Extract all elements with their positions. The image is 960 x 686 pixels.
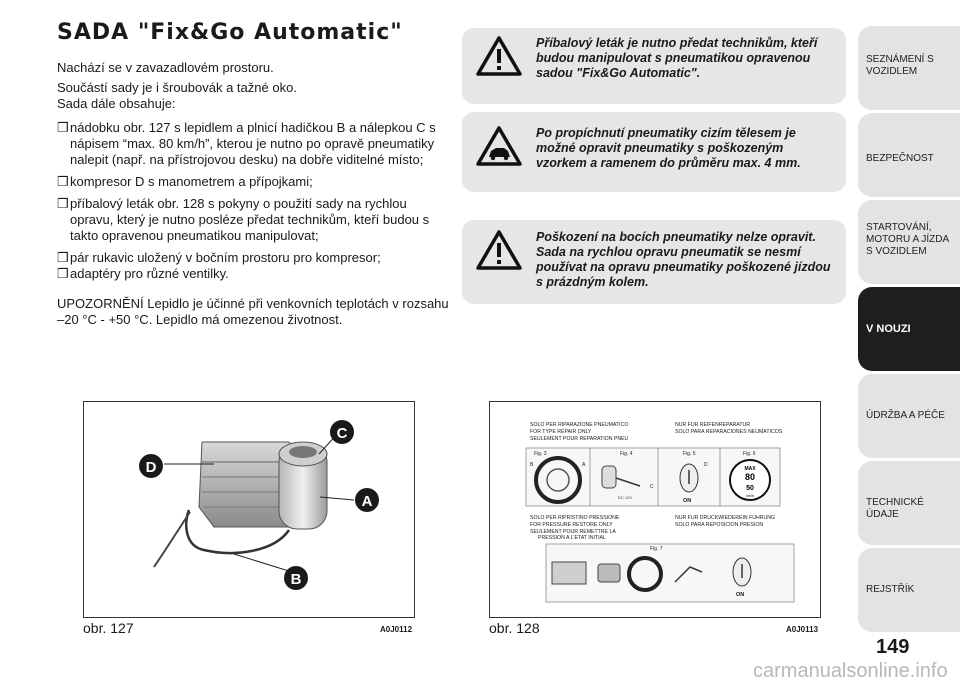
speed-sticker-max: MAX	[744, 466, 756, 472]
intro-line: Sada dále obsahuje:	[57, 96, 176, 111]
leaflet-illustration: SOLO PER RIPARAZIONE PNEUMATICO FOR TYPE…	[525, 422, 795, 603]
warning-triangle-icon	[476, 230, 522, 270]
label-a: A	[362, 493, 373, 510]
figure-code: A0J0112	[380, 625, 413, 634]
list-item: ❒kompresor D s manometrem a přípojkami;	[57, 174, 452, 190]
label-a-badge	[355, 488, 379, 512]
page-title: SADA "Fix&Go Automatic"	[57, 20, 403, 45]
sidebar-tab-index[interactable]: REJSTŘÍK	[858, 548, 960, 632]
leaflet-text: FOR TYPE REPAIR ONLY	[530, 429, 592, 435]
leaflet-letter: B	[530, 462, 534, 468]
leaflet-text: SEULEMENT POUR REMETTRE LA	[530, 529, 616, 535]
label-d-badge	[139, 454, 163, 478]
label-c-badge	[330, 420, 354, 444]
fix-and-go-kit-illustration: D C A B	[139, 420, 379, 590]
warning-box-text: Po propíchnutí pneumatiky cizím tělesem …	[536, 126, 801, 170]
leaflet-fig-label: Fig. 4	[620, 451, 633, 457]
site-watermark: carmanualsonline.info	[753, 660, 948, 682]
chapter-sidebar: SEZNÁMENÍ S VOZIDLEM BEZPEČNOST STARTOVÁ…	[858, 26, 960, 635]
list-item-text: kompresor D s manometrem a přípojkami;	[70, 174, 313, 189]
leaflet-fig-label: Fig. 3	[534, 451, 547, 457]
leaflet-letter: D	[704, 462, 708, 468]
sidebar-tab-intro[interactable]: SEZNÁMENÍ S VOZIDLEM	[858, 26, 960, 110]
list-item: ❒pár rukavic uložený v bočním prostoru p…	[57, 250, 452, 266]
leaflet-text: NUR FUR DRUCKWIEDEREIN FUHRUNG	[675, 515, 775, 521]
figure-caption: obr. 128	[489, 620, 540, 636]
list-item-text: pár rukavic uložený v bočním prostoru pr…	[70, 250, 381, 265]
leaflet-on-label: ON	[736, 592, 744, 598]
leaflet-text: SEULEMENT POUR REPARATION PNEU	[530, 436, 629, 442]
leaflet-letter: A	[582, 462, 586, 468]
leaflet-text: SOLO PER RIPARAZIONE PNEUMATICO	[530, 422, 628, 428]
speed-sticker-80: 80	[745, 472, 755, 482]
sidebar-tab-technical[interactable]: TECHNICKÉ ÚDAJE	[858, 461, 960, 545]
intro-line: Nachází se v zavazadlovém prostoru.	[57, 60, 274, 75]
warning-box-text: Poškození na bocích pneumatiky nelze opr…	[536, 230, 831, 289]
leaflet-fig-label: Fig. 7	[650, 546, 663, 552]
label-c: C	[337, 425, 348, 442]
page-number: 149	[876, 636, 910, 658]
leaflet-volt: DC 12V	[618, 495, 632, 500]
sidebar-tab-maintenance[interactable]: ÚDRŽBA A PÉČE	[858, 374, 960, 458]
leaflet-text: SOLO PARA REPOSICION PRESION	[675, 522, 763, 528]
figure-code: A0J0113	[786, 625, 819, 634]
figure-caption: obr. 127	[83, 620, 134, 636]
label-b-badge	[284, 566, 308, 590]
kit-contents-list: ❒nádobku obr. 127 s lepidlem a plnicí ha…	[57, 120, 452, 282]
speed-sticker-unit: km/h	[746, 494, 754, 498]
warning-box-puncture: Po propíchnutí pneumatiky cizím tělesem …	[462, 112, 846, 192]
car-warning-icon	[476, 126, 522, 166]
warning-triangle-icon	[476, 36, 522, 76]
checkbox-bullet-icon: ❒	[57, 120, 69, 135]
leaflet-fig-label: Fig. 5	[683, 451, 696, 457]
sidebar-tab-emergency[interactable]: V NOUZI	[858, 287, 960, 371]
checkbox-bullet-icon: ❒	[57, 250, 69, 265]
sidebar-tab-safety[interactable]: BEZPEČNOST	[858, 113, 960, 197]
label-b: B	[291, 571, 302, 588]
main-text-column: Nachází se v zavazadlovém prostoru. Souč…	[57, 60, 452, 332]
leaflet-text: SOLO PARA REPARACIONES NEUMATICOS	[675, 429, 783, 435]
leaflet-fig-label: Fig. 6	[743, 451, 756, 457]
leaflet-text: NUR FUR REIFENREPARATUR	[675, 422, 750, 428]
list-item: ❒adaptéry pro různé ventilky.	[57, 266, 452, 282]
checkbox-bullet-icon: ❒	[57, 266, 69, 281]
leaflet-text: FOR PRESSURE RESTORE ONLY	[530, 522, 613, 528]
checkbox-bullet-icon: ❒	[57, 174, 69, 189]
leaflet-on-label: ON	[683, 498, 691, 504]
warning-box-sidewall: Poškození na bocích pneumatiky nelze opr…	[462, 220, 846, 304]
checkbox-bullet-icon: ❒	[57, 196, 69, 211]
list-item-text: nádobku obr. 127 s lepidlem a plnicí had…	[70, 120, 436, 167]
leaflet-text: PRESSION A L'ETAT INITIAL	[538, 535, 606, 541]
warning-box-text: Příbalový leták je nutno předat techniků…	[536, 36, 818, 80]
list-item-text: adaptéry pro různé ventilky.	[70, 266, 229, 281]
list-item-text: příbalový leták obr. 128 s pokyny o použ…	[70, 196, 430, 243]
label-d: D	[146, 459, 157, 476]
leaflet-letter: C	[650, 484, 654, 490]
leaflet-text: SOLO PER RIPRISTINO PRESSIONE	[530, 515, 620, 521]
intro-line: Součástí sady je i šroubovák a tažné oko…	[57, 80, 297, 95]
figure-127-kit: D C A B	[83, 401, 415, 618]
warning-box-leaflet: Příbalový leták je nutno předat techniků…	[462, 28, 846, 104]
speed-sticker-50: 50	[746, 485, 754, 492]
temperature-warning: UPOZORNĚNÍ Lepidlo je účinné při venkovn…	[57, 296, 449, 327]
figure-128-leaflet: SOLO PER RIPARAZIONE PNEUMATICO FOR TYPE…	[489, 401, 821, 618]
list-item: ❒nádobku obr. 127 s lepidlem a plnicí ha…	[57, 120, 452, 168]
sidebar-tab-starting[interactable]: STARTOVÁNÍ, MOTORU A JÍZDA S VOZIDLEM	[858, 200, 960, 284]
list-item: ❒příbalový leták obr. 128 s pokyny o pou…	[57, 196, 452, 244]
